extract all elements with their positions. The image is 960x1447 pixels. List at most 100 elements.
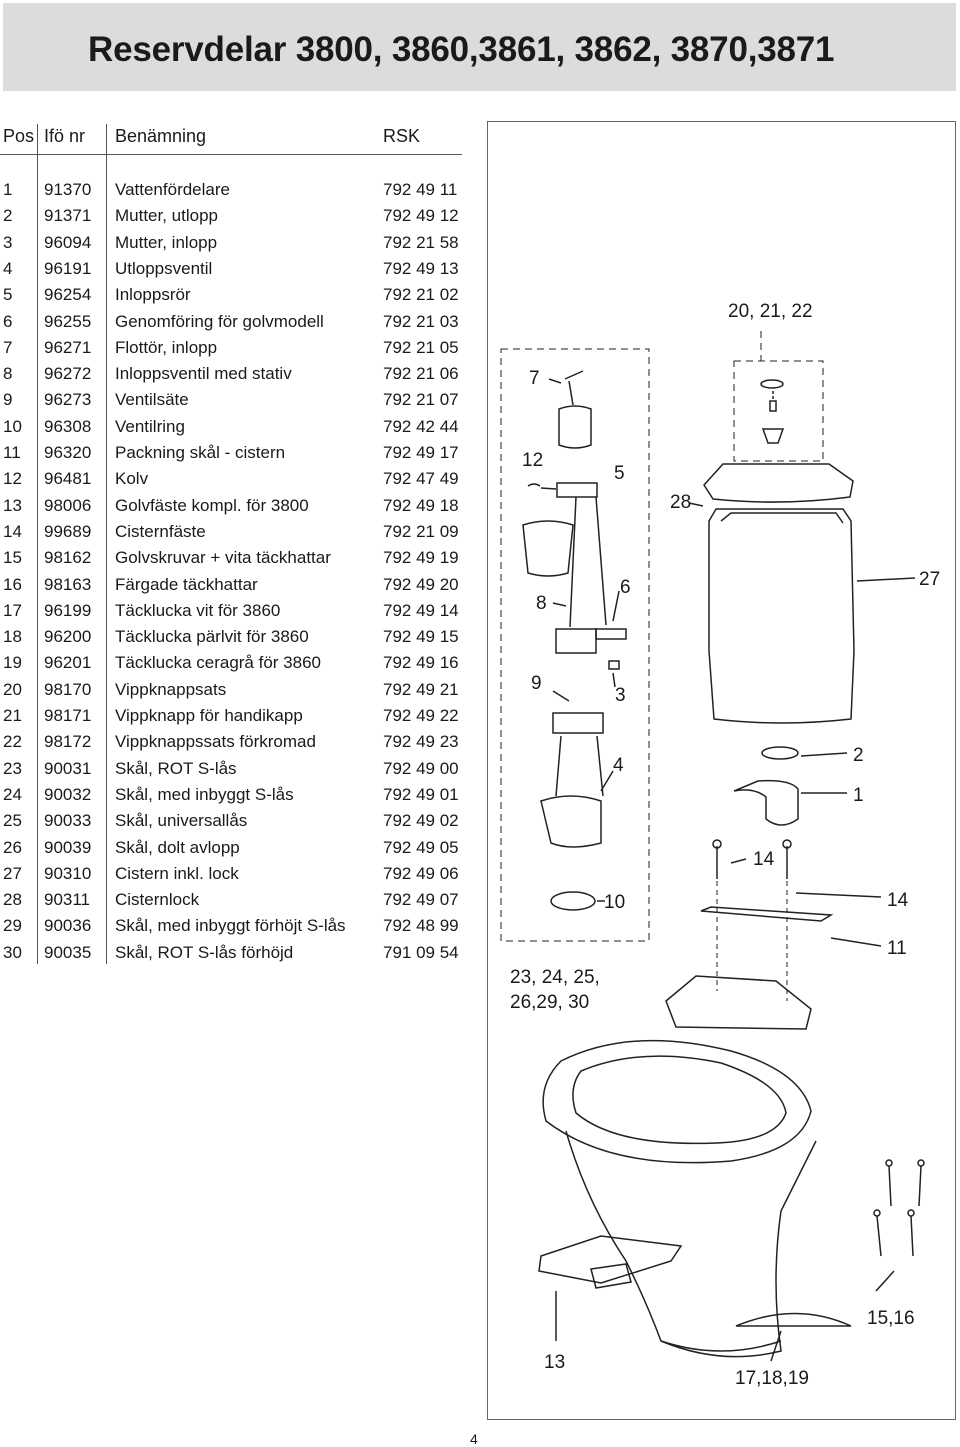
row-rsk: 792 49 19 [383, 548, 459, 568]
row-name: Utloppsventil [115, 258, 213, 278]
label-12: 12 [522, 450, 543, 471]
row-name: Golvskruvar + vita täckhattar [115, 548, 331, 568]
row-name: Inloppsrör [115, 285, 191, 305]
header-divider [0, 154, 462, 155]
row-rsk: 792 49 12 [383, 206, 459, 226]
row-ifo-nr: 96273 [44, 390, 92, 410]
column-divider [106, 124, 107, 964]
row-ifo-nr: 96254 [44, 285, 92, 305]
label-14: 14 [753, 849, 775, 870]
row-ifo-nr: 90310 [44, 863, 92, 883]
row-pos: 28 [3, 890, 22, 910]
row-name: Skål, ROT S-lås förhöjd [115, 942, 294, 962]
row-rsk: 792 49 07 [383, 890, 459, 910]
row-name: Täcklucka vit för 3860 [115, 600, 281, 620]
row-ifo-nr: 96094 [44, 232, 92, 252]
row-rsk: 791 09 54 [383, 942, 459, 962]
header-nr: Ifö nr [44, 126, 86, 146]
row-name: Cisternfäste [115, 521, 206, 541]
row-pos: 16 [3, 574, 22, 594]
row-ifo-nr: 90039 [44, 837, 92, 857]
row-ifo-nr: 96481 [44, 469, 92, 489]
label-4: 4 [613, 755, 624, 776]
row-rsk: 792 49 15 [383, 627, 459, 647]
row-rsk: 792 21 58 [383, 232, 459, 252]
row-name: Kolv [115, 469, 149, 489]
label-6: 6 [620, 577, 631, 598]
row-pos: 12 [3, 469, 22, 489]
row-rsk: 792 49 13 [383, 258, 459, 278]
row-ifo-nr: 98171 [44, 706, 92, 725]
row-name: Cistern inkl. lock [115, 863, 239, 883]
label-13: 13 [544, 1352, 565, 1373]
row-name: Packning skål - cistern [115, 443, 286, 462]
row-pos: 8 [3, 364, 13, 384]
row-pos: 10 [3, 416, 22, 436]
row-pos: 18 [3, 627, 22, 647]
row-pos: 21 [3, 706, 22, 725]
row-pos: 2 [3, 206, 13, 226]
cistern-bolts [712, 839, 882, 898]
outlet-nut [761, 746, 799, 760]
row-ifo-nr: 90032 [44, 784, 92, 804]
row-ifo-nr: 90031 [44, 758, 92, 778]
header-name: Benämning [115, 126, 207, 146]
cistern-lid [703, 463, 854, 503]
row-pos: 19 [3, 653, 22, 673]
row-pos: 23 [3, 758, 22, 778]
row-pos: 1 [3, 180, 13, 199]
inlet-valve [522, 482, 627, 654]
row-rsk: 792 49 17 [383, 443, 459, 462]
label-17-18-19: 17,18,19 [735, 1368, 809, 1389]
row-ifo-nr: 96199 [44, 600, 92, 620]
row-pos: 24 [3, 784, 22, 804]
row-pos: 5 [3, 285, 13, 305]
row-pos: 25 [3, 811, 22, 831]
header-rsk: RSK [383, 126, 421, 146]
floor-screws [873, 1159, 925, 1292]
row-rsk: 792 42 44 [383, 416, 459, 436]
row-name: Vattenfördelare [115, 180, 230, 199]
diagram-svg: 20, 21, 22 7 12 5 28 27 8 6 9 3 2 4 1 14… [500, 301, 940, 1389]
row-ifo-nr: 96191 [44, 258, 92, 278]
row-name: Inloppsventil med stativ [115, 364, 292, 384]
row-ifo-nr: 96200 [44, 627, 92, 647]
row-name: Mutter, utlopp [115, 206, 219, 226]
row-rsk: 792 49 23 [383, 732, 459, 752]
row-rsk: 792 49 00 [383, 758, 459, 778]
label-9: 9 [531, 673, 542, 694]
row-pos: 30 [3, 942, 22, 962]
row-rsk: 792 48 99 [383, 916, 459, 936]
row-pos: 15 [3, 548, 22, 568]
label-27: 27 [919, 569, 940, 590]
row-ifo-nr: 90036 [44, 916, 92, 936]
row-rsk: 792 49 05 [383, 837, 459, 857]
label-15-16: 15,16 [867, 1308, 915, 1329]
row-name: Färgade täckhattar [115, 574, 258, 594]
label-10: 10 [604, 892, 625, 913]
row-rsk: 792 21 05 [383, 337, 459, 357]
row-rsk: 792 49 06 [383, 863, 459, 883]
label-14: 14 [887, 890, 909, 911]
button-group-box [733, 360, 824, 462]
row-ifo-nr: 91370 [44, 180, 92, 199]
row-pos: 9 [3, 390, 13, 410]
